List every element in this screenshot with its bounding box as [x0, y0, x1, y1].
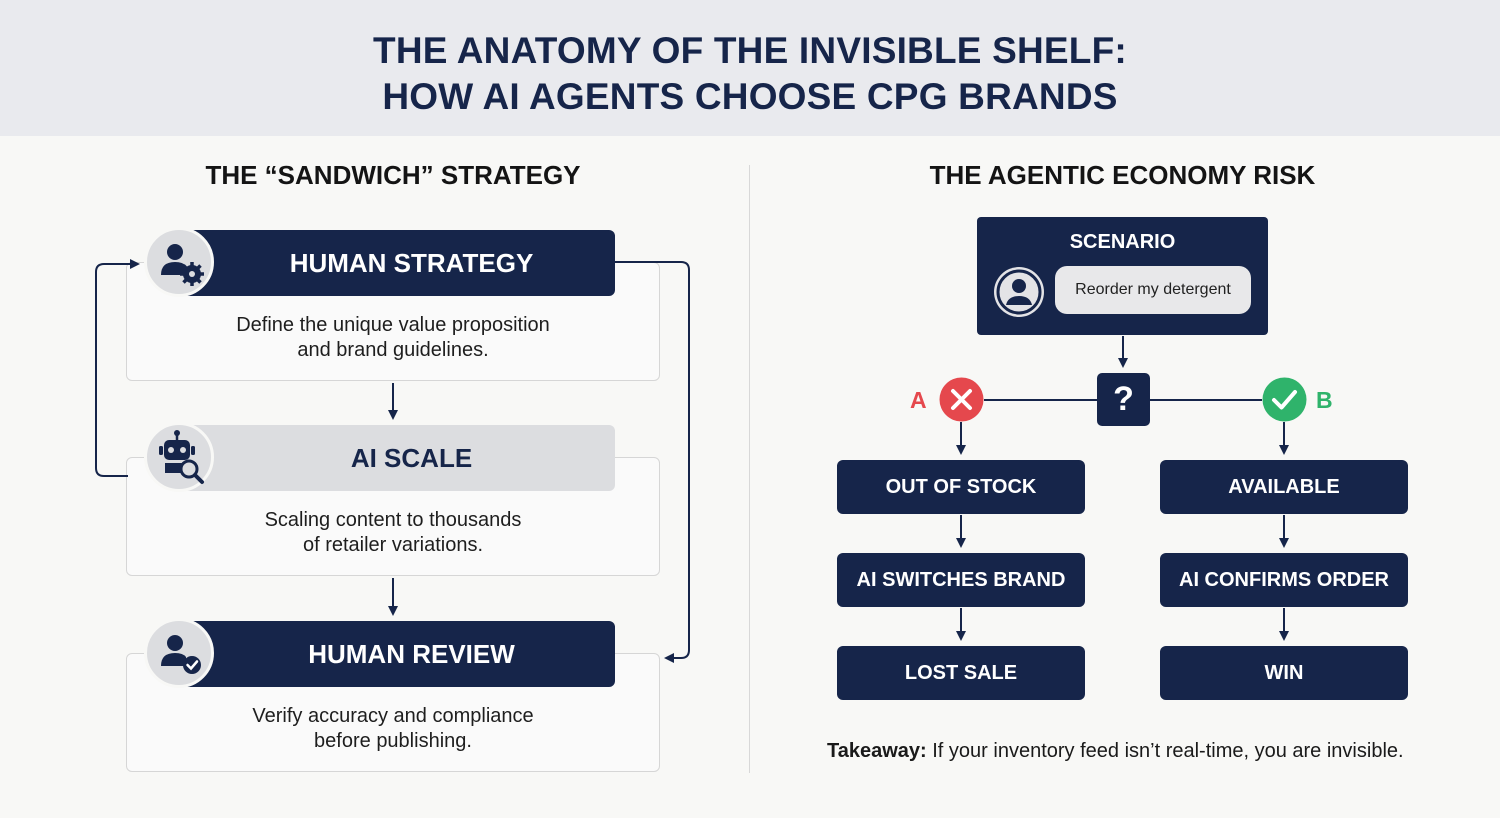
- check-icon: [1262, 377, 1307, 422]
- option-b-letter: B: [1316, 387, 1333, 413]
- step-description-line: Verify accuracy and compliance: [252, 705, 534, 727]
- page-title-line-1: THE ANATOMY OF THE INVISIBLE SHELF:: [373, 30, 1127, 71]
- option-b-step-available: AVAILABLE: [1160, 460, 1408, 514]
- step-description-human-strategy: Define the unique value proposition and …: [126, 313, 660, 363]
- user-check-icon: [144, 618, 214, 688]
- option-a-step-ai-switches-brand: AI SWITCHES BRAND: [837, 553, 1085, 607]
- step-description-line: of retailer variations.: [302, 534, 484, 556]
- robot-search-icon: [144, 422, 214, 492]
- scenario-message-bubble: Reorder my detergent: [1055, 266, 1251, 314]
- option-a-letter: A: [910, 387, 927, 413]
- takeaway-text: If your inventory feed isn’t real-time, …: [926, 740, 1404, 762]
- step-description-line: and brand guidelines.: [297, 339, 489, 361]
- agentic-risk-heading: THE AGENTIC ECONOMY RISK: [929, 160, 1316, 190]
- step-label-human-review: HUMAN REVIEW: [178, 621, 615, 687]
- step-description-line: before publishing.: [314, 730, 472, 752]
- cross-icon: [939, 377, 984, 422]
- option-b-step-ai-confirms-order: AI CONFIRMS ORDER: [1160, 553, 1408, 607]
- sandwich-strategy-heading: THE “SANDWICH” STRATEGY: [205, 160, 581, 190]
- takeaway-note: Takeaway: If your inventory feed isn’t r…: [827, 740, 1467, 763]
- option-a-step-out-of-stock: OUT OF STOCK: [837, 460, 1085, 514]
- option-b-step-win: WIN: [1160, 646, 1408, 700]
- step-description-line: Define the unique value proposition: [236, 314, 550, 336]
- page-title-line-2: HOW AI AGENTS CHOOSE CPG BRANDS: [382, 76, 1118, 117]
- user-gear-icon: [144, 227, 214, 297]
- column-divider: [749, 165, 750, 773]
- takeaway-label: Takeaway:: [827, 740, 927, 762]
- step-description-ai-scale: Scaling content to thousands of retailer…: [126, 508, 660, 558]
- decision-question-icon: ?: [1097, 373, 1150, 426]
- step-description-human-review: Verify accuracy and compliance before pu…: [126, 704, 660, 754]
- step-label-human-strategy: HUMAN STRATEGY: [178, 230, 615, 296]
- user-avatar-icon: [994, 267, 1044, 317]
- scenario-label: SCENARIO: [1069, 231, 1176, 253]
- step-label-ai-scale: AI SCALE: [178, 425, 615, 491]
- option-a-step-lost-sale: LOST SALE: [837, 646, 1085, 700]
- header-band: [0, 0, 1500, 136]
- step-description-line: Scaling content to thousands: [264, 509, 522, 531]
